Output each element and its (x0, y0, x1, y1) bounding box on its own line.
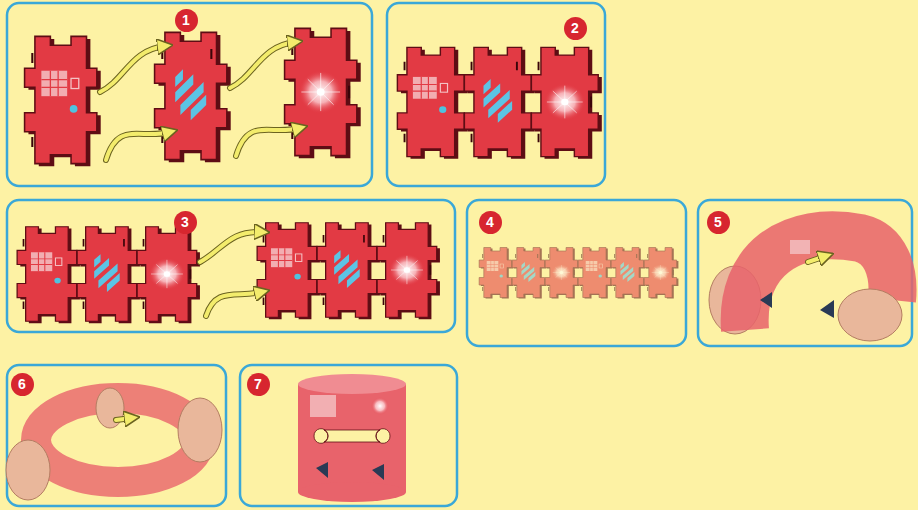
puzzle-piece (611, 248, 645, 299)
tube-mark (371, 397, 389, 415)
puzzle-piece (531, 47, 601, 158)
strip-mark (790, 240, 810, 254)
puzzle-piece (397, 47, 467, 158)
closing-ring (6, 388, 222, 500)
callout-badge: 6 (11, 373, 34, 396)
arrow-outline (808, 256, 826, 262)
join-arrow (236, 128, 300, 156)
puzzle-piece (479, 248, 513, 299)
joined-strip (397, 47, 601, 158)
join-arrow (200, 232, 262, 262)
callout-number: 7 (254, 377, 262, 391)
puzzle-piece (644, 248, 678, 299)
bone-slot (314, 429, 390, 444)
push-arrow (116, 418, 132, 420)
puzzle-piece (377, 223, 440, 319)
hand (6, 440, 50, 500)
tube-rim (298, 374, 406, 394)
finished-tube (298, 374, 406, 502)
puzzle-piece (17, 227, 80, 323)
arrow-outline (106, 132, 170, 160)
panel-frame (7, 200, 455, 332)
hand (178, 398, 222, 462)
puzzle-piece (464, 47, 534, 158)
panel-frame (7, 365, 226, 506)
loose-pieces (25, 28, 361, 166)
tube-mark (310, 395, 336, 417)
puzzle-piece (137, 227, 200, 323)
push-arrow (808, 256, 826, 262)
panel-frame (467, 200, 686, 346)
panel-frames (7, 3, 912, 506)
callout-badge: 3 (174, 211, 197, 234)
puzzle-piece (77, 227, 140, 323)
tube-rim (298, 482, 406, 502)
callout-number: 1 (182, 13, 190, 27)
callout-number: 5 (714, 215, 722, 229)
panel-frame (240, 365, 457, 506)
arrow-outline (230, 42, 295, 88)
callout-number: 2 (571, 21, 579, 35)
hand (838, 289, 902, 341)
puzzle-piece (257, 223, 320, 319)
panel-frame (698, 200, 912, 346)
join-arrow (100, 46, 165, 92)
arrow-outline (200, 232, 262, 262)
join-arrows (200, 232, 262, 316)
tube-mark (316, 462, 384, 480)
callout-badge: 5 (707, 211, 730, 234)
puzzle-piece (578, 248, 612, 299)
arrow-outline (236, 128, 300, 156)
callout-number: 3 (181, 215, 189, 229)
callout-number: 4 (486, 215, 494, 229)
long-strip (479, 248, 678, 299)
join-arrows (100, 42, 300, 160)
tube-body (298, 384, 406, 492)
callout-badge: 1 (175, 9, 198, 32)
callout-badge: 7 (247, 373, 270, 396)
puzzle-piece (545, 248, 579, 299)
puzzle-piece (155, 32, 231, 162)
callout-badge: 4 (479, 211, 502, 234)
callout-number: 6 (18, 377, 26, 391)
strip-mark (760, 292, 834, 318)
join-arrow (106, 132, 170, 160)
two-strips (17, 223, 440, 323)
arrow-outline (100, 46, 165, 92)
puzzle-piece (25, 36, 101, 166)
callout-badge: 2 (564, 17, 587, 40)
puzzle-piece (317, 223, 380, 319)
join-arrow (206, 292, 262, 316)
curling-strip (709, 235, 902, 341)
join-arrow (230, 42, 295, 88)
panel-frame (7, 3, 372, 186)
puzzle-piece (285, 28, 361, 158)
puzzle-piece (512, 248, 546, 299)
arrow-outline (206, 292, 262, 316)
arrow-outline (116, 418, 132, 420)
panel-frame (387, 3, 605, 186)
